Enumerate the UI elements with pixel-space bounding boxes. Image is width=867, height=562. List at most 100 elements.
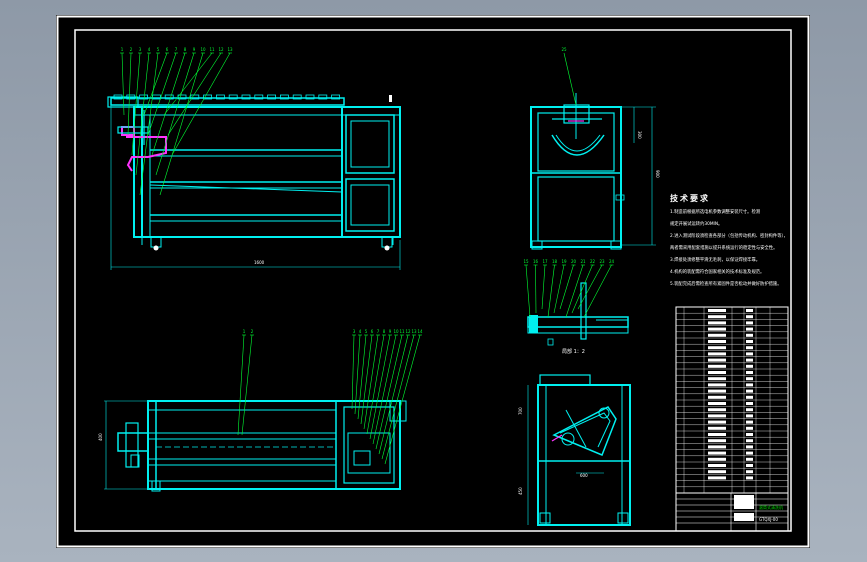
detail-balloon-label: 19 (561, 259, 567, 264)
detail-balloon-label: 21 (580, 259, 586, 264)
roller-bump (228, 94, 238, 100)
roller-bump (279, 94, 289, 100)
outer-frame (56, 15, 810, 548)
detail-balloon-leader (583, 264, 612, 318)
tech-note: 1.制造前根据所选电机参数调整安装尺寸。检测 (670, 208, 760, 215)
top-view (104, 400, 407, 492)
top-balloon-right-leader (378, 334, 409, 455)
bom-cell-text (746, 389, 753, 393)
front-balloon-leader (147, 52, 177, 136)
bom-cell-text (746, 371, 753, 374)
detail-balloon-leader (565, 264, 584, 318)
bom-cell-text (708, 408, 726, 412)
inner-frame (74, 29, 792, 532)
bom-cell-text (746, 346, 753, 350)
front-balloon-leader (143, 52, 168, 116)
bom-cell-text (708, 402, 726, 405)
bom-cell-text (708, 476, 726, 480)
front-balloon-label: 4 (148, 47, 151, 52)
bom-cell-text (708, 371, 726, 374)
bom-cell-text (746, 457, 753, 461)
detail-balloon-leader (559, 264, 574, 310)
bom-cell-text (708, 420, 726, 424)
bom-cell-text (708, 457, 726, 461)
front-view (110, 94, 401, 270)
bom-cell-text (708, 358, 726, 362)
bom-cell-text (746, 333, 753, 337)
bom-cell-text (708, 321, 726, 325)
bom-cell-text (708, 352, 726, 356)
bom-cell-text (746, 426, 753, 430)
front-balloon-label: 9 (193, 47, 196, 52)
bom-cell-text (746, 395, 753, 399)
roller-bump (241, 94, 251, 100)
dim-top-width: 400 (98, 433, 103, 441)
bom-cell-text (708, 364, 726, 368)
bom-cell-text (708, 389, 726, 393)
front-balloon-label: 13 (227, 47, 233, 52)
front-balloon-leader (151, 52, 186, 156)
top-balloon-right-label: 13 (411, 329, 417, 334)
roller-bump (203, 94, 213, 100)
bom-cell-text (746, 309, 753, 312)
front-balloon-leader (121, 52, 125, 116)
roller-bump (267, 94, 277, 100)
bom-cell-text (708, 464, 726, 467)
top-balloon-right-label: 7 (377, 329, 380, 334)
top-balloon-right-leader (360, 334, 373, 425)
top-balloon-right-label: 5 (365, 329, 368, 334)
right-magenta (551, 434, 563, 442)
detail-balloon-leader (525, 264, 531, 318)
tech-note: 5.装配完成后需检查所有紧固件是否松动并做好防护措施。 (670, 280, 782, 287)
bom-cell-text (708, 395, 726, 399)
title-name: 滚筒式清洗机 (759, 504, 783, 510)
top-balloon-right-label: 11 (399, 329, 405, 334)
detail-balloon-leader (571, 264, 593, 314)
bom-cell-text (746, 377, 753, 381)
front-balloon-leader (155, 52, 195, 176)
detail-balloon-label: 20 (571, 259, 577, 264)
bom-cell-text (746, 476, 753, 480)
bom-cell-text (746, 352, 753, 356)
top-balloon-right-label: 10 (393, 329, 399, 334)
front-balloon-label: 1 (121, 47, 124, 52)
right-view (527, 374, 631, 526)
top-balloon-left-leader (241, 334, 253, 436)
dim-side-upper: 300 (637, 131, 642, 139)
front-balloon-label: 11 (209, 47, 215, 52)
bom-cell-text (708, 470, 726, 474)
roller-bump (305, 94, 315, 100)
dim-front-length: 1600 (254, 260, 265, 265)
dim-right-lower: 450 (518, 487, 523, 495)
front-balloon-leader (131, 52, 141, 156)
detail-balloon-leader (535, 264, 537, 314)
roller-bump (331, 94, 341, 100)
detail-balloon-leader (547, 264, 555, 318)
bom-cell-text (708, 327, 726, 331)
bom-cell-text (708, 383, 726, 387)
bom-cell-text (708, 333, 726, 337)
bom-cell-text (746, 358, 753, 362)
bom-cell-text (746, 439, 753, 443)
roller-bump (190, 94, 200, 100)
bom-cell-text (708, 426, 726, 430)
top-balloon-right-leader (375, 334, 403, 450)
bom-cell-text (746, 315, 753, 319)
top-balloon-left-label: 2 (251, 329, 254, 334)
side-balloon-label: 25 (561, 47, 567, 52)
tech-notes: 1.制造前根据所选电机参数调整安装尺寸。检测规定开展试运转约30MIN。2.进入… (670, 208, 788, 287)
top-balloon-right-label: 8 (383, 329, 386, 334)
bom-cell-text (746, 414, 753, 418)
bom-cell-text (746, 340, 753, 343)
detail-balloon-label: 18 (552, 259, 558, 264)
top-balloon-right-label: 3 (353, 329, 356, 334)
section-label: 局部 1：2 (562, 348, 585, 355)
bom-cell-text (746, 433, 753, 436)
bom-cell-text (708, 309, 726, 312)
detail-balloon-leader (541, 264, 546, 310)
roller-bump (139, 94, 148, 100)
detail-balloon-label: 24 (609, 259, 615, 264)
